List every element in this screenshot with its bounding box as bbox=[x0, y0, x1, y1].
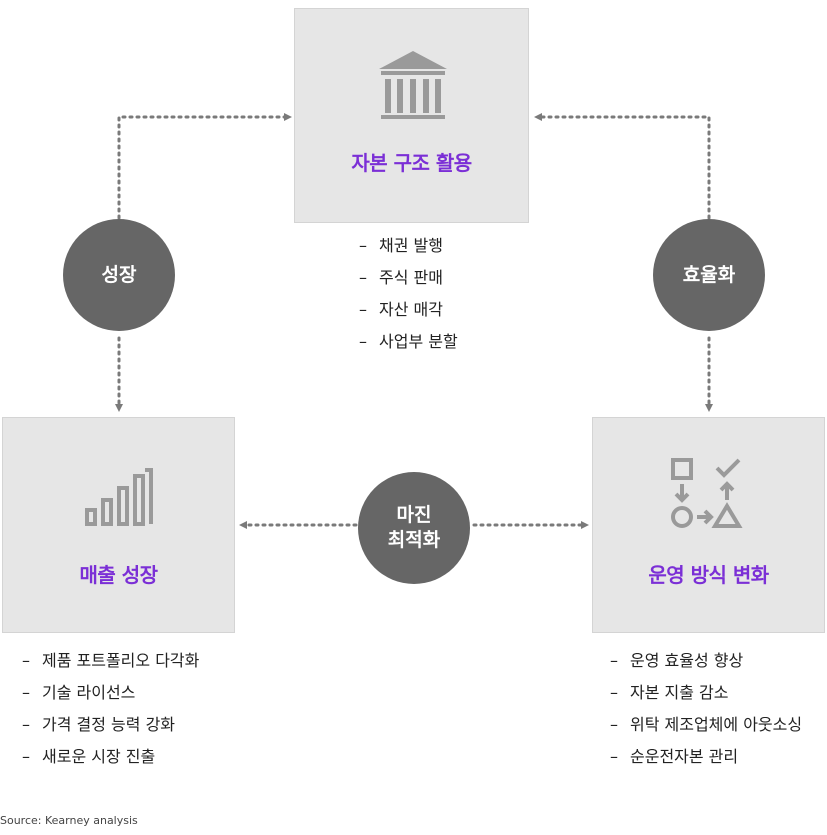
list-item: –채권 발행 bbox=[359, 236, 443, 255]
list-item: –위탁 제조업체에 아웃소싱 bbox=[610, 715, 803, 734]
capital-structure-bullets: –채권 발행 –주식 판매 –자산 매각 –사업부 분할 bbox=[359, 235, 458, 363]
growth-label: 성장 bbox=[101, 263, 137, 286]
revenue-growth-box: 매출 성장 bbox=[2, 417, 235, 633]
capital-structure-box: 자본 구조 활용 bbox=[294, 8, 529, 223]
list-item: –새로운 시장 진출 bbox=[22, 747, 156, 766]
list-item: –사업부 분할 bbox=[359, 332, 458, 351]
growth-circle: 성장 bbox=[63, 219, 175, 331]
list-item: –자본 지출 감소 bbox=[610, 683, 729, 702]
list-item: –운영 효율성 향상 bbox=[610, 651, 744, 670]
revenue-growth-bullets: –제품 포트폴리오 다각화 –기술 라이선스 –가격 결정 능력 강화 –새로운… bbox=[22, 650, 199, 778]
bank-building-icon bbox=[379, 51, 447, 119]
efficiency-circle: 효율화 bbox=[653, 219, 765, 331]
source-note: Source: Kearney analysis bbox=[0, 814, 138, 827]
list-item: –순운전자본 관리 bbox=[610, 747, 739, 766]
revenue-growth-title: 매출 성장 bbox=[79, 563, 158, 587]
margin-label-line2: 최적화 bbox=[387, 529, 441, 551]
list-item: –기술 라이선스 bbox=[22, 683, 136, 702]
process-shapes-icon bbox=[671, 458, 743, 528]
efficiency-label: 효율화 bbox=[682, 263, 736, 286]
capital-structure-title: 자본 구조 활용 bbox=[351, 151, 472, 175]
list-item: –제품 포트폴리오 다각화 bbox=[22, 651, 200, 670]
efficiency-arrow bbox=[534, 113, 711, 220]
margin-label-line1: 마진 bbox=[396, 504, 432, 527]
bar-chart-icon bbox=[85, 468, 153, 526]
operations-change-bullets: –운영 효율성 향상 –자본 지출 감소 –위탁 제조업체에 아웃소싱 –순운전… bbox=[610, 650, 802, 778]
list-item: –자산 매각 bbox=[359, 300, 443, 319]
margin-optimization-circle: 마진 최적화 bbox=[358, 472, 470, 584]
list-item: –가격 결정 능력 강화 bbox=[22, 715, 176, 734]
list-item: –주식 판매 bbox=[359, 268, 443, 287]
operations-change-box: 운영 방식 변화 bbox=[592, 417, 825, 633]
operations-change-title: 운영 방식 변화 bbox=[648, 563, 769, 587]
growth-arrow bbox=[117, 113, 292, 220]
